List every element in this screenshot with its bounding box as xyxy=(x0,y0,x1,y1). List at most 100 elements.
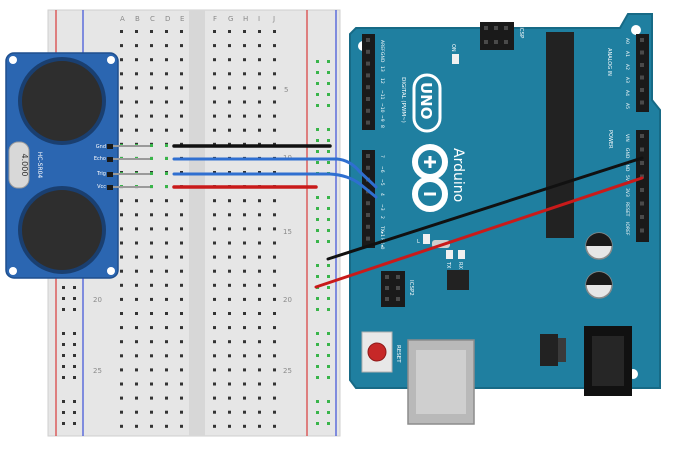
breadboard-hole xyxy=(213,227,216,231)
column-letter-b: B xyxy=(135,15,140,23)
breadboard-hole xyxy=(150,213,153,217)
breadboard-hole xyxy=(150,199,153,203)
digital-pin-label: ~11 xyxy=(379,90,385,100)
rail-hole-connected xyxy=(316,297,319,300)
rail-hole-connected xyxy=(327,240,330,243)
rail-hole-connected xyxy=(316,139,319,142)
sensor-pin-label-echo: Echo xyxy=(94,156,106,162)
rail-hole xyxy=(73,365,76,368)
breadboard-hole xyxy=(273,100,276,104)
breadboard-hole xyxy=(135,283,138,287)
analog-pin-label: A4 xyxy=(624,90,630,96)
power-pin-label: GND xyxy=(624,161,630,172)
header-pin xyxy=(366,213,370,217)
breadboard-hole xyxy=(273,368,276,372)
digital-header-label: DIGITAL (PWM~) xyxy=(400,77,406,123)
tx-led xyxy=(446,250,453,259)
breadboard-hole xyxy=(273,227,276,231)
sensor-mount-hole xyxy=(107,267,115,275)
column-letter-e: E xyxy=(180,15,184,23)
breadboard-hole xyxy=(213,312,216,315)
rail-hole-connected xyxy=(316,422,319,425)
breadboard-hole xyxy=(243,100,246,104)
breadboard-hole xyxy=(228,114,231,118)
breadboard-hole xyxy=(165,72,168,76)
breadboard-hole xyxy=(273,86,276,90)
breadboard-hole xyxy=(120,58,123,62)
breadboard-hole xyxy=(258,241,261,245)
breadboard-hole xyxy=(165,283,168,287)
breadboard-hole xyxy=(228,100,231,104)
breadboard-hole xyxy=(213,199,216,203)
icsp2-header xyxy=(381,271,405,307)
breadboard-hole xyxy=(165,255,168,259)
breadboard-hole xyxy=(213,424,216,428)
rail-hole xyxy=(73,422,76,425)
breadboard-hole xyxy=(258,58,261,62)
rail-hole xyxy=(62,400,65,403)
breadboard-hole xyxy=(213,44,216,48)
icsp-pin xyxy=(504,40,508,44)
breadboard-hole xyxy=(120,297,123,301)
sensor-pin-label-gnd: Gnd xyxy=(96,144,106,150)
breadboard-hole xyxy=(213,58,216,62)
breadboard-hole xyxy=(120,354,123,358)
breadboard-hole xyxy=(228,213,231,217)
rail-hole-connected xyxy=(327,275,330,278)
breadboard-hole xyxy=(120,368,123,372)
wire-trig xyxy=(172,172,378,199)
rail-hole-connected xyxy=(316,60,319,63)
column-letter-h: H xyxy=(243,15,248,23)
breadboard-hole xyxy=(180,213,183,217)
breadboard-hole xyxy=(120,128,123,132)
icsp2-pin xyxy=(396,297,400,301)
analog-header-pins xyxy=(640,38,644,105)
header-pin xyxy=(640,134,644,138)
breadboard-hole xyxy=(180,128,183,132)
breadboard-hole xyxy=(213,269,216,273)
rail-hole-connected xyxy=(327,343,330,346)
sensor-transducer-top xyxy=(18,57,106,145)
column-letter-g: G xyxy=(228,15,233,23)
breadboard-hole xyxy=(150,312,153,315)
header-pin xyxy=(640,174,644,179)
breadboard-hole xyxy=(228,396,231,400)
breadboard-hole xyxy=(213,114,216,118)
breadboard-hole xyxy=(180,312,183,315)
header-pin xyxy=(640,50,644,55)
power-header xyxy=(636,130,649,242)
breadboard-hole xyxy=(180,199,183,203)
uno-logo: UNO xyxy=(412,73,442,133)
breadboard-hole xyxy=(180,269,183,273)
breadboard-hole xyxy=(228,326,231,330)
digital-pin-label: AREF xyxy=(379,40,385,52)
analog-pin-label: A2 xyxy=(624,64,630,70)
power-header-pins xyxy=(640,134,644,233)
breadboard-hole xyxy=(273,199,276,203)
breadboard-hole xyxy=(135,424,138,428)
analog-label: ANALOG IN xyxy=(606,48,612,76)
power-pin-label: IOREF xyxy=(624,222,630,236)
header-pin xyxy=(640,147,644,152)
sensor-pin-trig xyxy=(107,172,113,177)
breadboard-hole xyxy=(243,72,246,76)
rail-hole-connected xyxy=(316,71,319,74)
breadboard-hole xyxy=(258,312,261,315)
breadboard-hole xyxy=(120,114,123,118)
breadboard-hole xyxy=(150,340,153,344)
rail-hole-connected xyxy=(327,264,330,267)
breadboard-hole xyxy=(150,326,153,330)
breadboard-hole xyxy=(273,382,276,386)
header-pin xyxy=(640,228,644,233)
column-letter-a: A xyxy=(120,15,125,23)
analog-pin-label: A1 xyxy=(624,51,630,57)
breadboard-hole xyxy=(120,100,123,104)
capacitor-1-band xyxy=(586,233,612,246)
breadboard-hole xyxy=(180,424,183,428)
rail-hole-connected xyxy=(327,422,330,425)
breadboard-hole xyxy=(150,114,153,118)
breadboard-hole xyxy=(180,382,183,386)
header-pin xyxy=(640,188,644,192)
column-letter-c: C xyxy=(150,15,155,23)
breadboard-hole xyxy=(273,255,276,259)
